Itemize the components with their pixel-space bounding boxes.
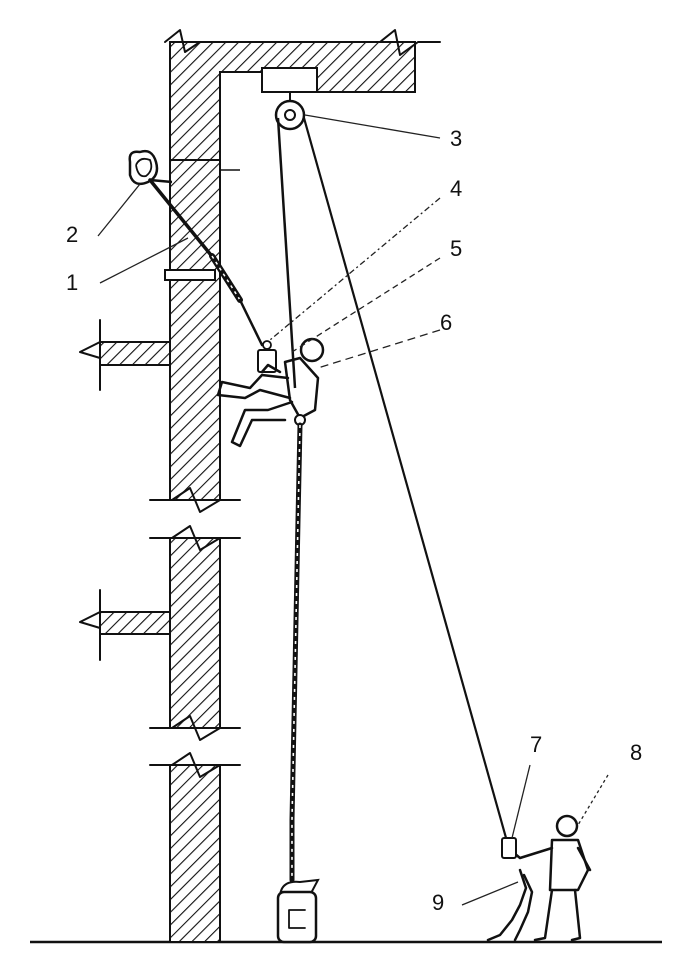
wall-worker (216, 337, 325, 448)
building-wall (149, 41, 241, 943)
rope-bag (276, 878, 320, 944)
ground-operator (506, 814, 592, 942)
callout-5: 5 (450, 236, 462, 261)
callout-6: 6 (440, 310, 452, 335)
leader-7 (511, 764, 531, 839)
pulley (274, 92, 306, 131)
leader-3 (304, 114, 441, 139)
leader-9 (461, 881, 519, 906)
anchor-hook (128, 149, 173, 186)
leader-lines (97, 114, 609, 906)
leader-6 (317, 329, 441, 369)
floor-slab-lower (79, 589, 171, 661)
hanging-rope (289, 422, 303, 883)
leader-1 (99, 237, 189, 284)
callout-2: 2 (66, 222, 78, 247)
hoist-rope-vertical (276, 117, 297, 389)
callout-3: 3 (450, 126, 462, 151)
leader-2 (97, 183, 141, 237)
floor-slab-upper (79, 319, 171, 391)
leader-8 (577, 774, 609, 826)
descender-device (257, 340, 277, 373)
callout-9: 9 (432, 890, 444, 915)
operator-grip (486, 837, 534, 942)
roof-slab (164, 29, 441, 161)
callout-4: 4 (450, 176, 462, 201)
wall-bracket (164, 269, 216, 281)
safety-rope (148, 178, 264, 347)
leader-4 (269, 197, 441, 341)
callout-7: 7 (530, 732, 542, 757)
hoist-rope-diagonal (302, 117, 510, 846)
callout-8: 8 (630, 740, 642, 765)
callout-1: 1 (66, 270, 78, 295)
